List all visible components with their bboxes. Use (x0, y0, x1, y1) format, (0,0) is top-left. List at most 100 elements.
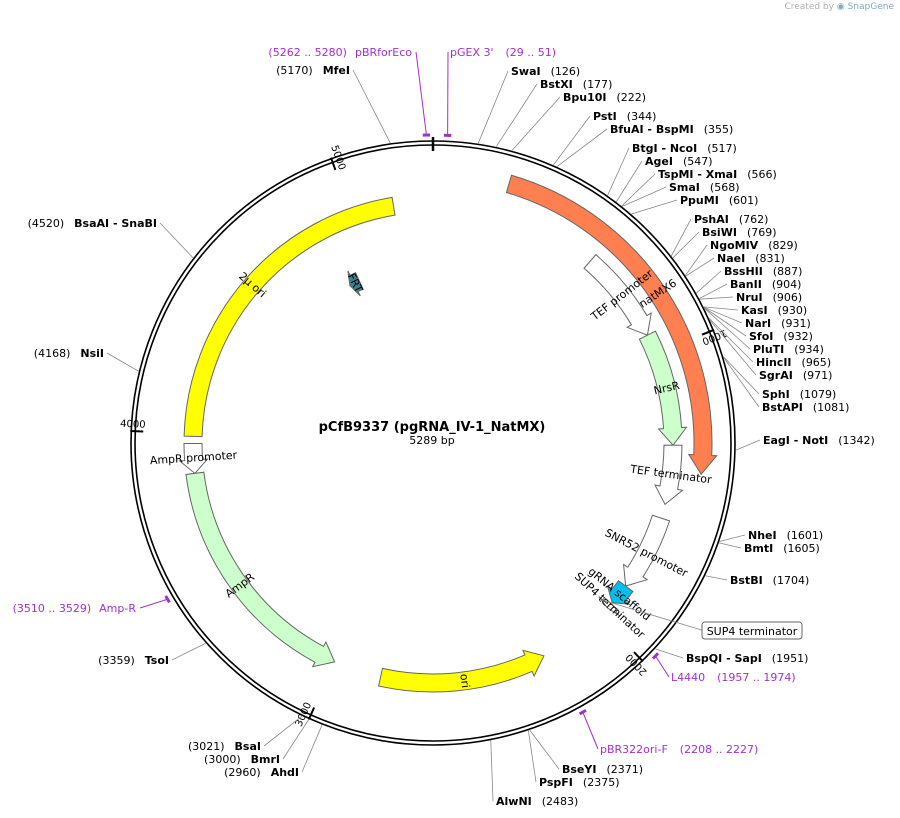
site-name: TsoI (145, 654, 169, 667)
site-leader (699, 283, 728, 299)
site-label: SmaI(568) (669, 181, 740, 194)
site-leader (263, 715, 303, 747)
site-pos-close: ) (60, 217, 64, 230)
site-pos-open: ( (224, 766, 228, 779)
site-name: BmrI (251, 753, 280, 766)
primer-label: L4440(1957 .. 1974) (671, 671, 796, 684)
site-label: (4168)NsiI (34, 347, 104, 360)
site-pos-close: ) (615, 776, 619, 789)
site-pos-open: ( (773, 574, 777, 587)
site-name: NheI (748, 529, 777, 542)
site-pos-close: ) (652, 110, 656, 123)
site-pos-open: ( (773, 265, 777, 278)
site-leader (704, 307, 751, 350)
site-pos: 1951 (776, 652, 804, 665)
site-label: NgoMIV(829) (710, 239, 798, 252)
site-name: BstXI (540, 78, 573, 91)
site-leader (703, 306, 739, 311)
primer-label: pGEX 3'(29 .. 51) (450, 46, 556, 59)
site-pos-close: ) (729, 123, 733, 136)
site-label: AlwNI(2483) (496, 795, 578, 808)
site-leader (511, 96, 561, 151)
tick-mark (701, 328, 715, 336)
feature-nrsr (638, 330, 688, 446)
site-name: BseYI (562, 763, 596, 776)
site-pos-close: ) (772, 168, 776, 181)
site-label: NaeI(831) (717, 252, 785, 265)
site-label: PpuMI(601) (680, 194, 758, 207)
site-pos: 1342 (843, 434, 871, 447)
site-leader (703, 307, 747, 337)
site-pos-close: ) (772, 226, 776, 239)
feature-nrsr-label: NrsR (652, 379, 681, 398)
site-pos: 1079 (804, 388, 832, 401)
site-name: NaeI (717, 252, 745, 265)
site-pos-open: ( (704, 123, 708, 136)
site-pos-open: ( (617, 91, 621, 104)
site-pos: 829 (773, 239, 794, 252)
site-name: BsaI (235, 740, 261, 753)
plasmid-name: pCfB9337 (pgRNA_IV-1_NatMX) (319, 420, 546, 435)
credit-prefix: Created by (784, 2, 834, 12)
site-leader (556, 128, 608, 167)
site-leader (621, 173, 656, 207)
site-pos: 2375 (587, 776, 615, 789)
site-pos-close: ) (804, 652, 808, 665)
site-pos-close: ) (574, 795, 578, 808)
site-pos: 1605 (788, 542, 816, 555)
site-pos-open: ( (707, 142, 711, 155)
site-pos-open: ( (583, 776, 587, 789)
site-pos-open: ( (783, 330, 787, 343)
site-leader (495, 83, 538, 147)
site-label: (5170)MfeI (276, 64, 350, 77)
site-label: KasI(930) (741, 304, 807, 317)
site-pos: 344 (631, 110, 652, 123)
site-name: BstAPI (762, 401, 803, 414)
site-pos: 355 (708, 123, 729, 136)
site-label: (3000)BmrI (204, 753, 280, 766)
site-leader (106, 352, 139, 372)
site-leader (159, 222, 194, 259)
site-label: NruI(906) (736, 291, 802, 304)
site-pos-open: ( (188, 740, 192, 753)
feature-ampr-promoter-label: AmpR promoter (149, 449, 238, 468)
site-label: BstAPI(1081) (762, 401, 849, 414)
site-pos: 904 (776, 278, 797, 291)
tick-mark (633, 651, 644, 663)
site-pos-open: ( (204, 753, 208, 766)
site-pos-close: ) (130, 654, 134, 667)
site-leader (622, 186, 667, 207)
site-pos: 2371 (611, 763, 639, 776)
primer-range: (1957 .. 1974) (717, 671, 796, 684)
site-label: NarI(931) (745, 317, 811, 330)
site-label: (3021)BsaI (188, 740, 261, 753)
site-leader (699, 296, 734, 300)
primer-leader (415, 51, 427, 136)
site-pos: 3021 (192, 740, 220, 753)
plasmid-backbone (130, 137, 736, 746)
site-pos-close: ) (819, 529, 823, 542)
feature-ori-label: ori (457, 673, 472, 689)
site-pos-close: ) (639, 763, 643, 776)
sup4-label-box (701, 621, 803, 640)
feature-2-ori (183, 196, 396, 438)
site-pos-open: ( (772, 278, 776, 291)
site-name: BstBI (730, 574, 763, 587)
site-pos: 932 (788, 330, 809, 343)
primer-name: pBRforEco (355, 46, 412, 59)
site-leader (696, 270, 722, 294)
site-name: SfoI (749, 330, 773, 343)
site-label: TspMI - XmaI(566) (658, 168, 777, 181)
plasmid-size: 5289 bp (409, 434, 454, 447)
site-pos-open: ( (710, 181, 714, 194)
tick-label: 4000 (120, 419, 146, 431)
site-pos-open: ( (755, 252, 759, 265)
site-pos-close: ) (754, 194, 758, 207)
primer-name: Amp-R (99, 602, 136, 615)
credit-brand: SnapGene (847, 2, 894, 12)
site-pos-close: ) (66, 347, 70, 360)
site-pos-close: ) (871, 434, 875, 447)
site-pos-close: ) (708, 155, 712, 168)
